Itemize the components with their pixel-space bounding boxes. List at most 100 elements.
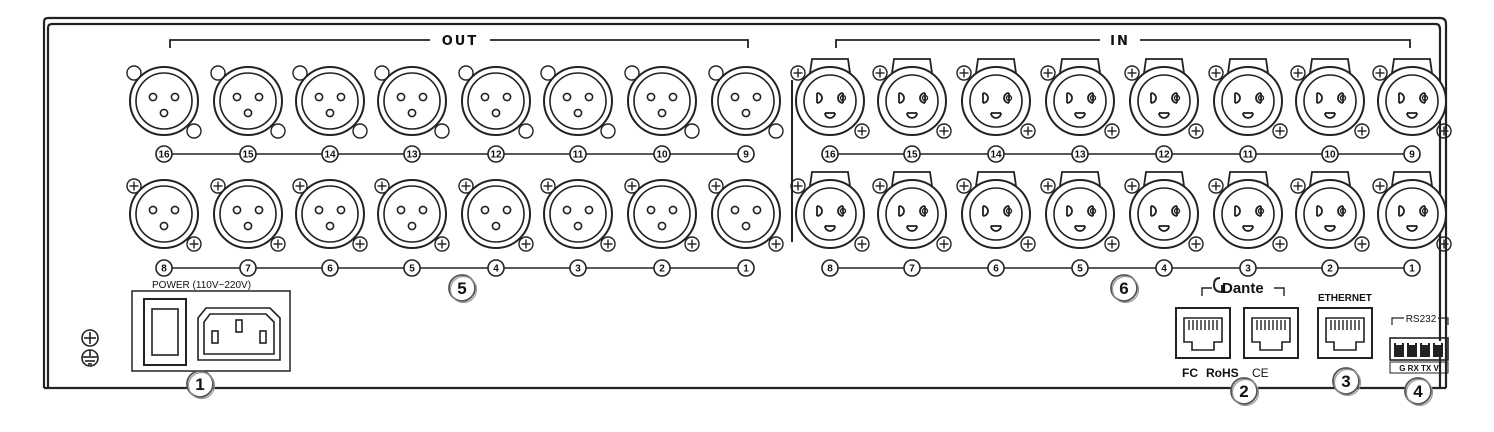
- out-port-15-number-label: 15: [242, 150, 254, 161]
- dante-label: Dante: [1222, 280, 1264, 297]
- in-port-3-number: 3: [1239, 259, 1257, 277]
- out-port-10-xlr-connector[interactable]: 10: [624, 65, 700, 163]
- out-port-11-number: 11: [569, 145, 587, 163]
- out-port-15-xlr-connector[interactable]: 15: [210, 65, 286, 163]
- in-port-10-xlr-connector[interactable]: 10: [1290, 58, 1370, 163]
- rs232-terminal[interactable]: [1389, 337, 1449, 361]
- in-port-8-number-label: 8: [827, 264, 833, 275]
- out-port-3-number-label: 3: [575, 264, 581, 275]
- out-port-14-number-label: 14: [324, 150, 336, 161]
- in-connectors-bottom: 8 7 6 5 4 3 2 1: [790, 171, 1452, 277]
- rs232-bracket: [1391, 317, 1449, 325]
- in-port-14-number-label: 14: [990, 150, 1002, 161]
- in-port-6-xlr-connector[interactable]: 6: [956, 171, 1036, 277]
- in-port-1-xlr-connector[interactable]: 1: [1372, 171, 1452, 277]
- out-port-16-xlr-connector[interactable]: 16: [126, 65, 202, 163]
- in-port-16-number: 16: [821, 145, 839, 163]
- out-port-14-number: 14: [321, 145, 339, 163]
- in-port-15-number-label: 15: [906, 150, 918, 161]
- rs232-label: RS232: [1406, 314, 1437, 325]
- in-port-4-number: 4: [1155, 259, 1173, 277]
- out-port-4-xlr-connector[interactable]: 4: [458, 178, 534, 277]
- out-port-7-xlr-connector[interactable]: 7: [210, 178, 286, 277]
- in-port-6-number: 6: [987, 259, 1005, 277]
- in-port-16-xlr-connector[interactable]: 16: [790, 58, 870, 163]
- screw-icon: [1208, 178, 1224, 194]
- out-port-2-number: 2: [653, 259, 671, 277]
- out-port-13-number: 13: [403, 145, 421, 163]
- out-port-1-xlr-connector[interactable]: 1: [708, 178, 784, 277]
- out-port-9-xlr-connector[interactable]: 9: [708, 65, 784, 163]
- in-port-13-number-label: 13: [1074, 150, 1086, 161]
- in-port-6-number-label: 6: [993, 264, 999, 275]
- ethernet-rj45-port[interactable]: [1317, 307, 1373, 359]
- in-port-15-number: 15: [903, 145, 921, 163]
- in-port-9-xlr-connector[interactable]: 9: [1372, 58, 1452, 163]
- out-port-12-xlr-connector[interactable]: 12: [458, 65, 534, 163]
- out-port-10-number-label: 10: [656, 150, 668, 161]
- in-port-12-xlr-connector[interactable]: 12: [1124, 58, 1204, 163]
- dante-primary-rj45-port[interactable]: [1175, 307, 1231, 359]
- out-port-6-xlr-connector[interactable]: 6: [292, 178, 368, 277]
- in-port-3-xlr-connector[interactable]: 3: [1208, 171, 1288, 277]
- out-port-3-xlr-connector[interactable]: 3: [540, 178, 616, 277]
- out-port-16-number-label: 16: [158, 150, 170, 161]
- out-label: OUT: [442, 34, 478, 49]
- out-port-12-number: 12: [487, 145, 505, 163]
- in-port-15-xlr-connector[interactable]: 15: [872, 58, 952, 163]
- in-port-9-number-label: 9: [1409, 150, 1415, 161]
- callout-5: 5: [448, 274, 478, 304]
- rohs-mark: RoHS: [1206, 366, 1239, 380]
- out-port-8-number-label: 8: [161, 264, 167, 275]
- out-port-7-number: 7: [239, 259, 257, 277]
- callout-6-label: 6: [1119, 279, 1128, 298]
- screw-icon: [1272, 236, 1288, 252]
- out-port-14-xlr-connector[interactable]: 14: [292, 65, 368, 163]
- screw-icon: [292, 178, 308, 194]
- power-switch[interactable]: [143, 298, 187, 366]
- in-port-11-number: 11: [1239, 145, 1257, 163]
- in-port-1-number: 1: [1403, 259, 1421, 277]
- in-port-7-xlr-connector[interactable]: 7: [872, 171, 952, 277]
- in-port-4-number-label: 4: [1161, 264, 1167, 275]
- screw-icon: [434, 236, 450, 252]
- screw-icon: [1040, 178, 1056, 194]
- screw-icon: [1104, 123, 1120, 139]
- out-port-7-number-label: 7: [245, 264, 251, 275]
- in-port-13-xlr-connector[interactable]: 13: [1040, 58, 1120, 163]
- in-port-10-number-label: 10: [1324, 150, 1336, 161]
- ground-icon: [81, 329, 99, 367]
- screw-icon: [872, 178, 888, 194]
- out-port-1-number: 1: [737, 259, 755, 277]
- screw-icon: [854, 123, 870, 139]
- in-port-2-number-label: 2: [1327, 264, 1333, 275]
- dante-bracket: [1201, 287, 1285, 296]
- screw-icon: [1436, 236, 1452, 252]
- dante-secondary-rj45-port[interactable]: [1243, 307, 1299, 359]
- screw-icon: [1272, 123, 1288, 139]
- out-port-5-number-label: 5: [409, 264, 415, 275]
- screw-icon: [1354, 123, 1370, 139]
- out-port-8-xlr-connector[interactable]: 8: [126, 178, 202, 277]
- out-port-11-xlr-connector[interactable]: 11: [540, 65, 616, 163]
- in-port-14-number: 14: [987, 145, 1005, 163]
- in-port-8-xlr-connector[interactable]: 8: [790, 171, 870, 277]
- in-port-14-xlr-connector[interactable]: 14: [956, 58, 1036, 163]
- screw-icon: [624, 178, 640, 194]
- in-port-11-xlr-connector[interactable]: 11: [1208, 58, 1288, 163]
- screw-icon: [1188, 123, 1204, 139]
- screw-icon: [854, 236, 870, 252]
- in-port-4-xlr-connector[interactable]: 4: [1124, 171, 1204, 277]
- in-port-2-xlr-connector[interactable]: 2: [1290, 171, 1370, 277]
- in-port-5-xlr-connector[interactable]: 5: [1040, 171, 1120, 277]
- out-port-5-xlr-connector[interactable]: 5: [374, 178, 450, 277]
- iec-power-inlet[interactable]: [197, 307, 281, 361]
- out-port-13-xlr-connector[interactable]: 13: [374, 65, 450, 163]
- out-port-2-xlr-connector[interactable]: 2: [624, 178, 700, 277]
- out-port-6-number-label: 6: [327, 264, 333, 275]
- screw-icon: [518, 236, 534, 252]
- out-port-5-number: 5: [403, 259, 421, 277]
- in-port-5-number-label: 5: [1077, 264, 1083, 275]
